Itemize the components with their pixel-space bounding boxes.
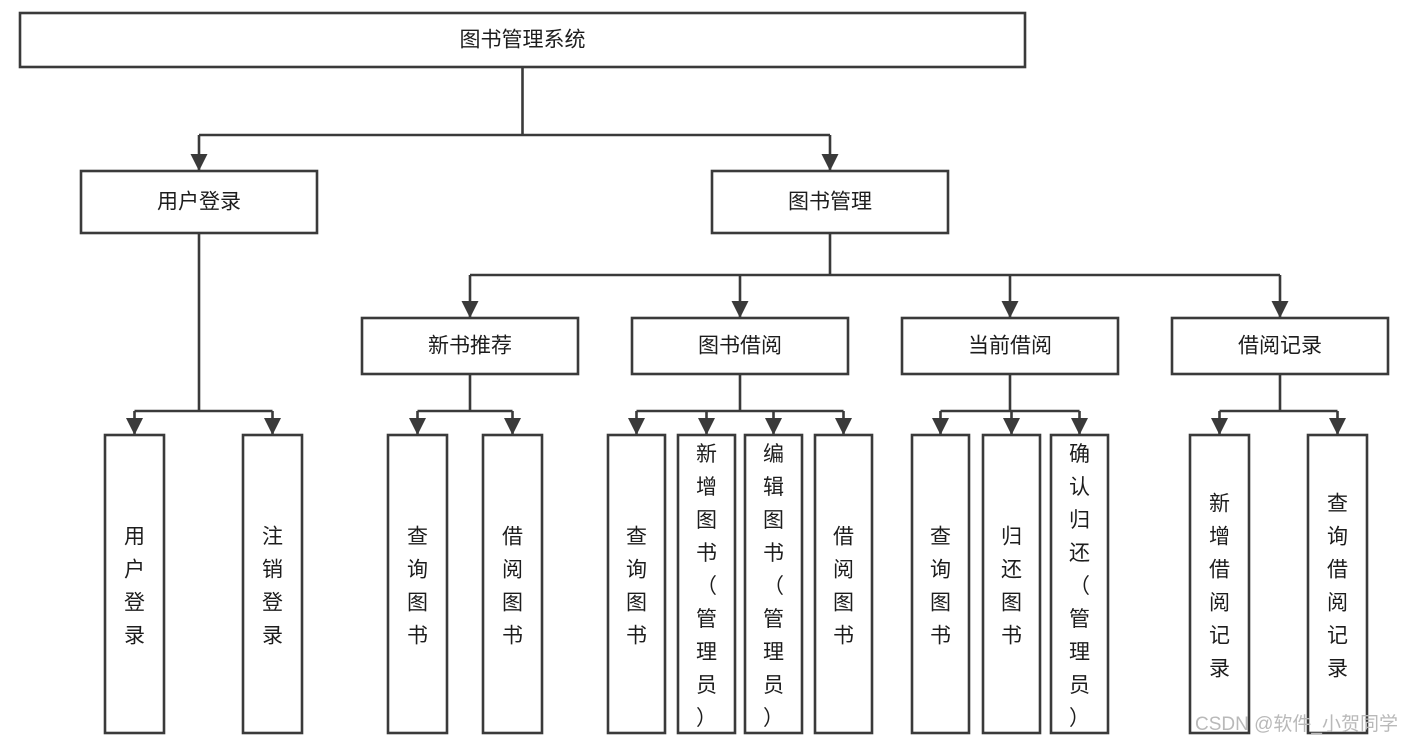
node-box-rect — [481, 433, 544, 735]
arrow-head-icon — [628, 418, 645, 435]
node-label: 用户登录 — [157, 191, 241, 214]
arrow-head-icon — [1211, 418, 1228, 435]
node-label: 查询借阅记录 — [1327, 493, 1348, 681]
node-box-rect — [900, 316, 1120, 376]
node-box-rect — [1170, 316, 1390, 376]
node-box-rect — [103, 433, 166, 735]
node-current-borrow[interactable]: 当前借阅 — [900, 316, 1120, 376]
arrow-head-icon — [461, 301, 479, 318]
arrow-head-icon — [932, 418, 949, 435]
node-box-rect — [676, 433, 737, 735]
node-leaf-query-book-3[interactable]: 查询图书 — [910, 433, 971, 735]
node-boxes: 图书管理系统用户登录图书管理新书推荐图书借阅当前借阅借阅记录用户登录注销登录查询… — [18, 11, 1390, 735]
node-label: 用户登录 — [124, 526, 145, 648]
node-leaf-add-book[interactable]: 新增图书（管理员） — [676, 433, 737, 735]
node-root[interactable]: 图书管理系统 — [18, 11, 1027, 69]
connector-lines — [126, 67, 1346, 435]
node-leaf-edit-book[interactable]: 编辑图书（管理员） — [743, 433, 804, 735]
node-label: 查询图书 — [930, 526, 951, 648]
node-borrow-record[interactable]: 借阅记录 — [1170, 316, 1390, 376]
node-label: 编辑图书（管理员） — [763, 443, 784, 730]
node-user-login[interactable]: 用户登录 — [79, 169, 319, 235]
node-leaf-confirm-return[interactable]: 确认归还（管理员） — [1049, 433, 1110, 735]
node-book-manage[interactable]: 图书管理 — [710, 169, 950, 235]
node-leaf-borrow-book-2[interactable]: 借阅图书 — [813, 433, 874, 735]
node-box-rect — [18, 11, 1027, 69]
arrow-head-icon — [731, 301, 749, 318]
node-label: 新增借阅记录 — [1209, 493, 1230, 681]
arrow-head-icon — [835, 418, 852, 435]
arrow-head-icon — [264, 418, 281, 435]
arrow-head-icon — [1329, 418, 1346, 435]
node-leaf-user-login[interactable]: 用户登录 — [103, 433, 166, 735]
arrow-head-icon — [1001, 301, 1019, 318]
node-label: 新书推荐 — [428, 335, 512, 358]
node-box-rect — [910, 433, 971, 735]
arrow-head-icon — [698, 418, 715, 435]
arrow-head-icon — [821, 154, 839, 171]
node-label: 当前借阅 — [968, 335, 1052, 358]
arrow-head-icon — [1071, 418, 1088, 435]
node-box-rect — [606, 433, 667, 735]
node-label: 借阅记录 — [1238, 335, 1322, 358]
node-label: 注销登录 — [262, 526, 283, 648]
node-box-rect — [360, 316, 580, 376]
arrow-head-icon — [504, 418, 521, 435]
arrow-head-icon — [765, 418, 782, 435]
node-label: 图书管理系统 — [460, 29, 586, 52]
node-box-rect — [79, 169, 319, 235]
node-leaf-return-book[interactable]: 归还图书 — [981, 433, 1042, 735]
node-label: 归还图书 — [1001, 526, 1022, 648]
node-book-borrow[interactable]: 图书借阅 — [630, 316, 850, 376]
node-box-rect — [981, 433, 1042, 735]
node-box-rect — [630, 316, 850, 376]
node-box-rect — [813, 433, 874, 735]
node-box-rect — [1306, 433, 1369, 735]
node-label: 查询图书 — [407, 526, 428, 648]
arrow-head-icon — [1003, 418, 1020, 435]
node-box-rect — [386, 433, 449, 735]
node-label: 确认归还（管理员） — [1069, 443, 1090, 730]
node-label: 借阅图书 — [502, 526, 523, 648]
arrow-head-icon — [190, 154, 208, 171]
node-box-rect — [710, 169, 950, 235]
node-box-rect — [1049, 433, 1110, 735]
node-leaf-logout[interactable]: 注销登录 — [241, 433, 304, 735]
node-leaf-borrow-book-1[interactable]: 借阅图书 — [481, 433, 544, 735]
node-label: 新增图书（管理员） — [696, 443, 717, 730]
node-leaf-query-book-1[interactable]: 查询图书 — [386, 433, 449, 735]
arrow-head-icon — [1271, 301, 1289, 318]
node-box-rect — [743, 433, 804, 735]
node-label: 查询图书 — [626, 526, 647, 648]
node-label: 借阅图书 — [833, 526, 854, 648]
arrow-head-icon — [409, 418, 426, 435]
node-leaf-query-book-2[interactable]: 查询图书 — [606, 433, 667, 735]
node-leaf-add-record[interactable]: 新增借阅记录 — [1188, 433, 1251, 735]
node-leaf-query-record[interactable]: 查询借阅记录 — [1306, 433, 1369, 735]
node-label: 图书借阅 — [698, 335, 782, 358]
node-new-book-rec[interactable]: 新书推荐 — [360, 316, 580, 376]
watermark-label: CSDN @软件_小贺同学 — [1195, 713, 1398, 735]
node-box-rect — [241, 433, 304, 735]
node-label: 图书管理 — [788, 191, 872, 214]
node-box-rect — [1188, 433, 1251, 735]
arrow-head-icon — [126, 418, 143, 435]
